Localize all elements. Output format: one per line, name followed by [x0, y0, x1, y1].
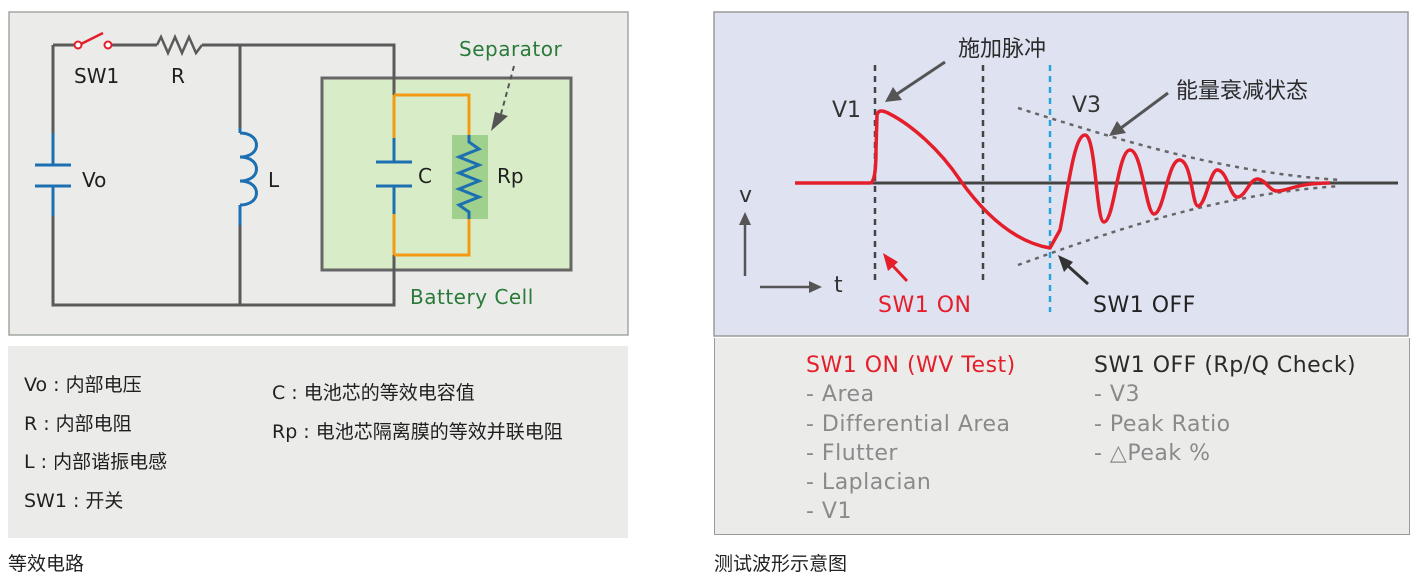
circuit-legend: Vo : 内部电压 R : 内部电阻 L : 内部谐振电感 SW1 : 开关 C…	[8, 346, 628, 538]
label-r: R	[171, 64, 185, 88]
legend-off-item: - V3	[1094, 382, 1140, 408]
t-axis-arrowhead	[809, 281, 822, 293]
label-sw1-on: SW1 ON	[878, 293, 971, 318]
v-axis-arrowhead	[739, 212, 751, 225]
switch-sw1-symbol	[73, 31, 113, 50]
caption-circuit: 等效电路	[8, 553, 85, 575]
legend-off-header: SW1 OFF (Rp/Q Check)	[1094, 353, 1357, 378]
inductor-l-symbol	[238, 128, 258, 225]
pulse-arrow-line	[896, 60, 946, 96]
equivalent-circuit-panel: SW1 R Vo L C Rp Separator Battery Cell	[8, 11, 629, 336]
legend-item-sw1: SW1 : 开关	[24, 489, 124, 512]
circuit-legend-right-col: C : 电池芯的等效电容值 Rp : 电池芯隔离膜的等效并联电阻	[272, 374, 563, 451]
legend-off-item: - Peak Ratio	[1094, 411, 1231, 437]
resistor-r-symbol	[155, 33, 203, 57]
waveform-legend-on-col: SW1 ON (WV Test) - Area - Differential A…	[806, 351, 1016, 527]
legend-on-item: - Differential Area	[806, 411, 1011, 437]
sw1-on-arrow-line	[891, 264, 909, 283]
waveform-panel: 施加脉冲 能量衰减状态 V1 V3 v t SW1 ON SW1 OFF	[713, 11, 1409, 337]
label-vo: Vo	[82, 168, 106, 192]
waveform-signal	[795, 109, 1331, 250]
legend-item-r: R : 内部电阻	[24, 412, 132, 435]
label-decay: 能量衰减状态	[1176, 79, 1308, 104]
label-sw1-off: SW1 OFF	[1093, 293, 1196, 318]
label-v3: V3	[1072, 93, 1101, 118]
legend-item-vo: Vo : 内部电压	[24, 374, 142, 396]
label-t-axis: t	[834, 273, 843, 298]
sw1-off-arrow-line	[1066, 264, 1090, 286]
legend-item-l: L : 内部谐振电感	[24, 451, 168, 473]
pulse-arrow-head	[885, 87, 902, 102]
legend-off-item: - △Peak %	[1094, 440, 1211, 466]
legend-on-header: SW1 ON (WV Test)	[806, 353, 1016, 378]
label-v1: V1	[832, 98, 861, 123]
decay-arrow-head	[1109, 121, 1126, 136]
sw1-off-arrow-head	[1058, 255, 1073, 272]
circuit-legend-left-col: Vo : 内部电压 R : 内部电阻 L : 内部谐振电感 SW1 : 开关	[24, 366, 167, 520]
label-battery-cell: Battery Cell	[410, 285, 534, 309]
legend-on-item: - Flutter	[806, 440, 898, 466]
legend-item-rp: Rp : 电池芯隔离膜的等效并联电阻	[272, 420, 563, 443]
capacitor-c-symbol	[376, 138, 412, 214]
legend-on-item: - Laplacian	[806, 470, 932, 496]
separator-arrow-head	[491, 112, 508, 131]
battery-cell-box	[320, 76, 573, 272]
label-sw1: SW1	[74, 64, 119, 88]
decay-envelope-lower	[1017, 184, 1341, 267]
legend-on-item: - V1	[806, 499, 852, 525]
capacitor-vo-symbol	[35, 133, 71, 216]
resistor-rp-symbol	[454, 135, 484, 219]
label-pulse: 施加脉冲	[958, 37, 1046, 62]
decay-arrow-line	[1120, 91, 1169, 130]
caption-waveform: 测试波形示意图	[714, 553, 848, 575]
waveform-legend: SW1 ON (WV Test) - Area - Differential A…	[714, 338, 1410, 535]
waveform-legend-off-col: SW1 OFF (Rp/Q Check) - V3 - Peak Ratio -…	[1094, 351, 1356, 468]
legend-on-item: - Area	[806, 382, 875, 408]
sw1-on-arrow-head	[883, 253, 898, 271]
label-separator: Separator	[459, 37, 563, 61]
axis-indicator	[743, 222, 810, 289]
label-v-axis: v	[739, 183, 752, 208]
waveform-panel-bg	[713, 11, 1409, 337]
label-l: L	[268, 168, 280, 192]
legend-item-c: C : 电池芯的等效电容值	[272, 382, 475, 404]
label-c: C	[418, 164, 432, 188]
label-rp: Rp	[497, 164, 524, 188]
